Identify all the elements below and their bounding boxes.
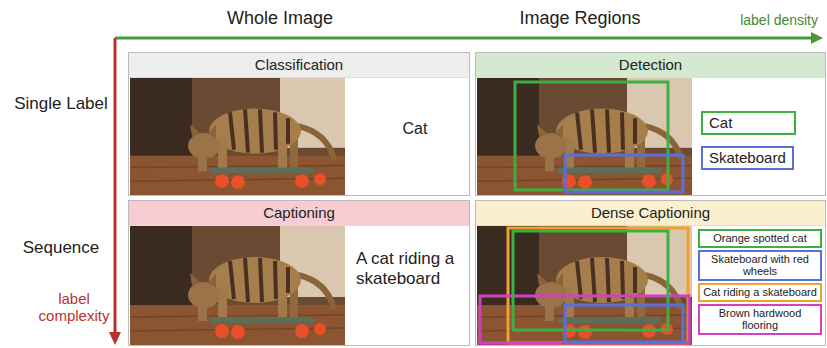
region-label-box: Orange spotted cat xyxy=(698,229,822,248)
panel-output: Cat xyxy=(359,119,471,138)
cat-photo xyxy=(130,225,345,345)
complexity-axis xyxy=(114,38,117,334)
skateboard-bounding-box xyxy=(565,305,683,342)
floor-bounding-box xyxy=(480,296,689,343)
axis-label: label density xyxy=(700,12,818,28)
task-panel: Captioning A cat riding a skateboard xyxy=(128,200,470,346)
region-label-box: Cat xyxy=(701,111,796,135)
panel-header: Captioning xyxy=(129,201,469,226)
cat-photo xyxy=(477,225,692,345)
region-label-box: Brown hardwood flooring xyxy=(698,304,822,335)
axis-label: label complexity xyxy=(38,290,110,325)
region-label: Cat riding a skateboard xyxy=(703,286,817,299)
region-label: Brown hardwood flooring xyxy=(703,307,817,332)
region-label: Cat xyxy=(709,114,788,132)
task-panel: Dense CaptioningOrange spotted catSkateb… xyxy=(475,200,826,346)
task-panel: ClassificationCat xyxy=(128,52,470,196)
axis-label: Single Label xyxy=(12,94,110,114)
cat-photo xyxy=(130,77,345,195)
region-label-box: Skateboard with red wheels xyxy=(698,250,822,281)
cat-bounding-box xyxy=(513,231,668,330)
region-label: Orange spotted cat xyxy=(703,232,817,245)
region-label: Skateboard xyxy=(709,149,786,167)
density-arrowhead xyxy=(811,32,823,44)
panel-output: A cat riding a skateboard xyxy=(356,249,461,290)
axis-label: Sequence xyxy=(12,238,110,258)
riding-bounding-box xyxy=(508,228,688,343)
cat-bounding-box xyxy=(515,82,668,190)
skateboard-bounding-box xyxy=(565,155,683,192)
panel-header: Classification xyxy=(129,53,469,78)
density-axis xyxy=(115,37,814,40)
axis-label: Whole Image xyxy=(200,8,360,29)
region-label-box: Skateboard xyxy=(701,146,794,170)
panel-header: Dense Captioning xyxy=(476,201,825,226)
region-label-box: Cat riding a skateboard xyxy=(698,283,822,302)
panel-header: Detection xyxy=(476,53,825,78)
complexity-arrowhead xyxy=(109,332,121,345)
cat-photo xyxy=(477,77,692,195)
axis-label: Image Regions xyxy=(500,8,660,29)
region-label: Skateboard with red wheels xyxy=(703,253,817,278)
task-panel: DetectionCatSkateboard xyxy=(475,52,826,196)
